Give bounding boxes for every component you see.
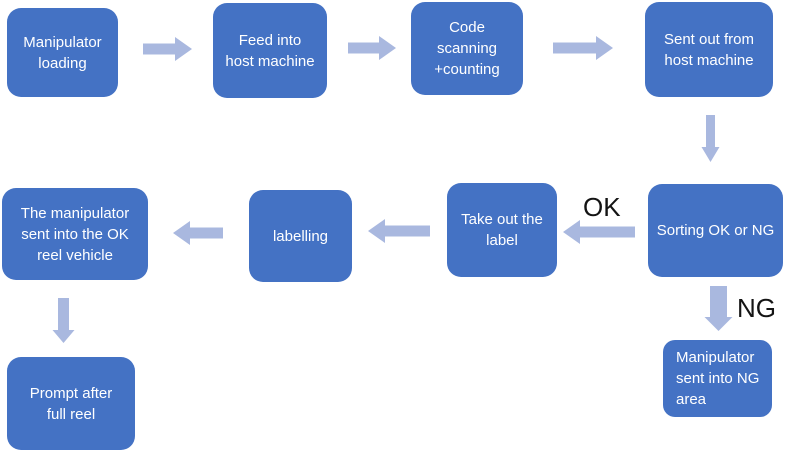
arrow-scanning-to-sentout bbox=[553, 36, 613, 60]
node-label: labelling bbox=[272, 227, 329, 245]
node-prompt-after-full-reel: Prompt after full reel bbox=[7, 357, 135, 450]
arrow-sorting-to-ngarea bbox=[704, 286, 733, 331]
arrow-sentout-to-sorting bbox=[701, 115, 720, 162]
node-labelling: labelling bbox=[249, 190, 352, 282]
node-manipulator-into-ok-reel: The manipulator sent into the OK reel ve… bbox=[2, 188, 148, 280]
branch-label-ok: OK bbox=[583, 192, 621, 222]
node-label: Manipulator sent into NG area bbox=[676, 349, 760, 408]
node-code-scanning-counting: Code scanning +counting bbox=[411, 2, 523, 95]
node-take-out-the-label: Take out the label bbox=[447, 183, 557, 277]
node-label: Prompt after full reel bbox=[29, 384, 113, 423]
node-sorting-ok-or-ng: Sorting OK or NG bbox=[648, 184, 783, 277]
node-label: Take out the label bbox=[461, 211, 543, 249]
node-sent-out-from-host-machine: Sent out from host machine bbox=[645, 2, 773, 97]
arrow-labelling-to-okreel bbox=[173, 221, 223, 245]
node-label: Feed into host machine bbox=[225, 31, 315, 70]
node-label: The manipulator sent into the OK reel ve… bbox=[20, 204, 130, 264]
node-label: Manipulator loading bbox=[23, 33, 102, 72]
node-feed-into-host-machine: Feed into host machine bbox=[213, 3, 327, 98]
arrow-loading-to-feed bbox=[143, 37, 192, 61]
arrow-sorting-to-takeout bbox=[563, 220, 635, 244]
node-label: Code scanning +counting bbox=[434, 19, 500, 78]
node-manipulator-loading: Manipulator loading bbox=[7, 8, 118, 97]
branch-label-ng: NG bbox=[737, 293, 776, 323]
arrow-feed-to-scanning bbox=[348, 36, 396, 60]
node-manipulator-into-ng-area: Manipulator sent into NG area bbox=[663, 340, 772, 417]
arrow-takeout-to-labelling bbox=[368, 219, 430, 243]
node-label: Sent out from host machine bbox=[663, 30, 755, 69]
arrow-okreel-to-prompt bbox=[52, 298, 75, 343]
node-label: Sorting OK or NG bbox=[656, 222, 775, 239]
